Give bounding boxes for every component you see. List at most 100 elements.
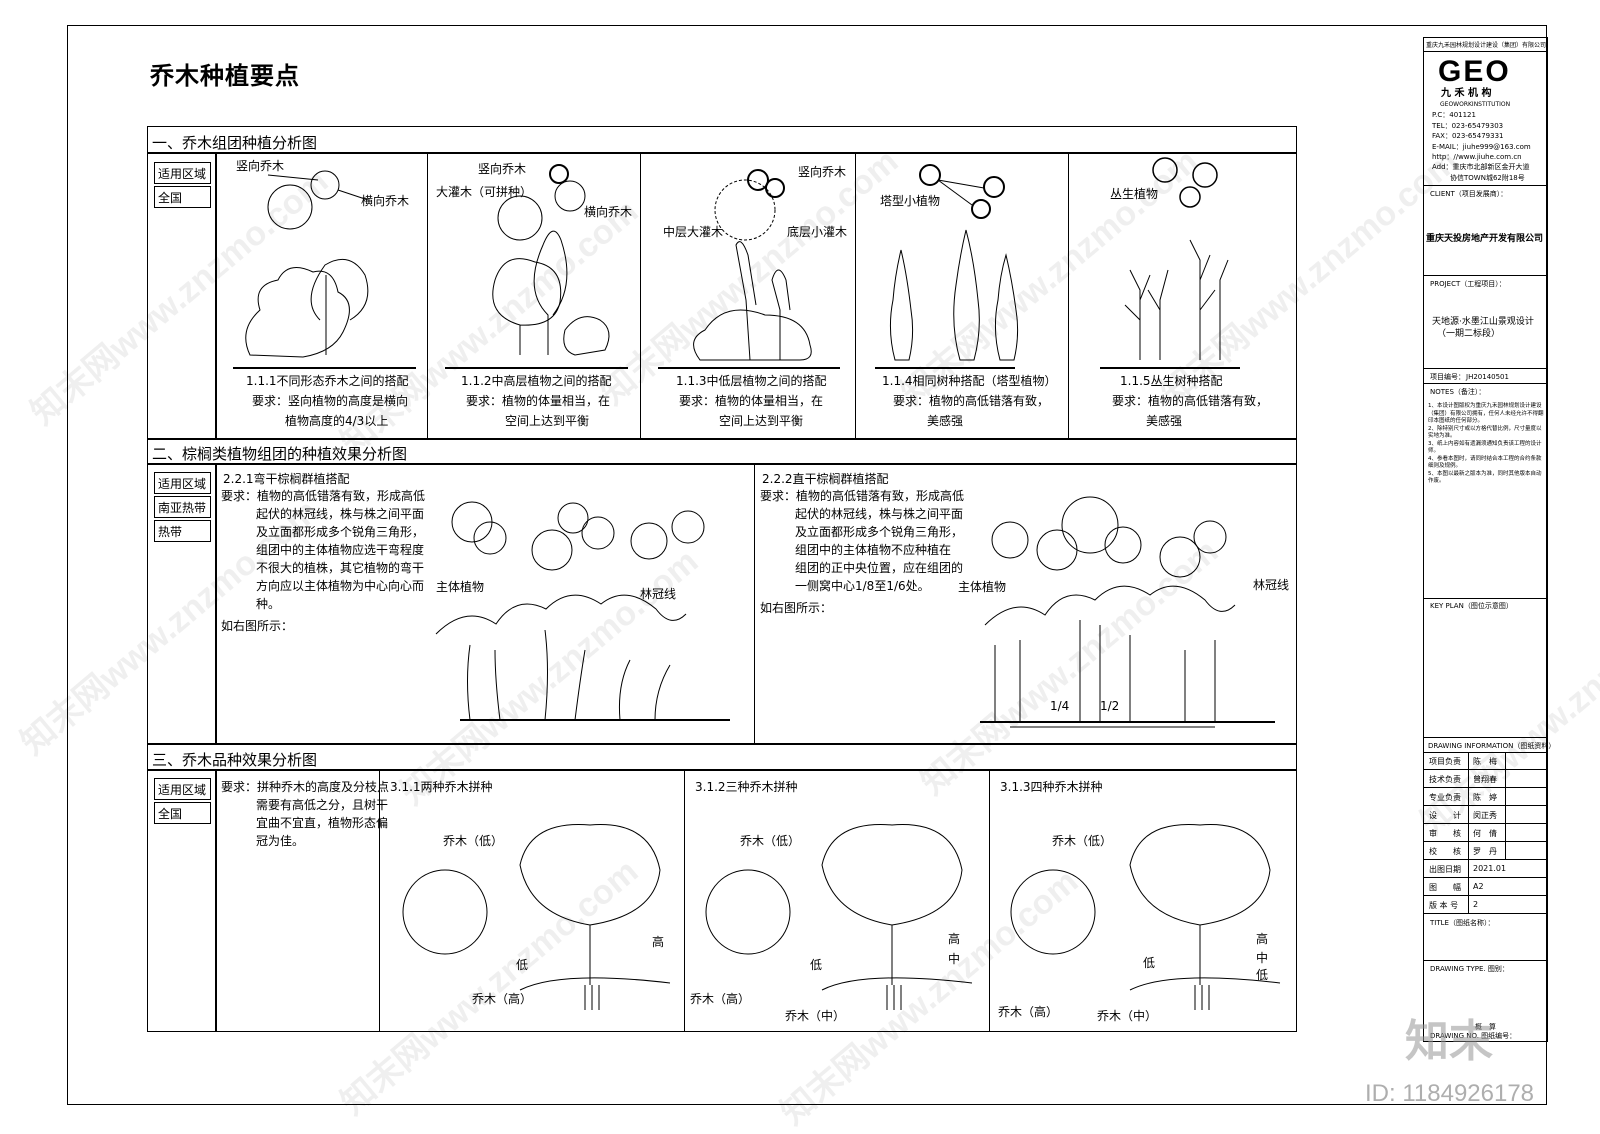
logo-subtitle: 九 禾 机 构 — [1441, 88, 1492, 99]
info-row: 校 核罗 丹 — [1423, 842, 1548, 860]
info-row: 设 计闵正秀 — [1423, 806, 1548, 824]
info-row: 专业负责 陈 婷 — [1423, 788, 1548, 806]
client-label: CLIENT（项目发展商）： — [1430, 190, 1508, 198]
s2-right-canopy-label: 林冠线 — [1253, 578, 1290, 592]
row-key: 版 本 号 — [1429, 901, 1459, 910]
project-name: 天地源·水墨江山景观设计 — [1432, 317, 1534, 327]
row-key: 图 幅 — [1429, 883, 1461, 892]
drawing-type-label: DRAWING TYPE. 图别： — [1430, 965, 1509, 973]
region-value: 全国 — [154, 802, 211, 824]
panel1-label-vertical: 竖向乔木 — [236, 159, 285, 173]
panel1-req: 植物高度的4/3以上 — [285, 414, 389, 428]
region-label: 适用区域 — [154, 472, 211, 494]
row-value: 陈 梅 — [1473, 757, 1497, 766]
panel2-label-shrub: 大灌木（可拼种） — [436, 185, 533, 199]
row-value: 2 — [1473, 900, 1479, 909]
s3-high-mark: 高 — [1256, 932, 1269, 946]
panel3-label-vertical: 竖向乔木 — [798, 165, 847, 179]
title-block — [1423, 37, 1548, 1042]
info-row: 项目负责陈 梅 — [1423, 752, 1548, 770]
row-value: 陈 婷 — [1473, 793, 1497, 802]
s2-right-line: 如右图所示： — [760, 601, 833, 615]
s3-low-tree-label: 乔木（低） — [1052, 834, 1113, 848]
s3-low-mark: 低 — [810, 958, 823, 972]
section3-heading: 三、乔木品种效果分析图 — [152, 751, 318, 769]
s2-left-line: 及立面都形成多个锐角三角形， — [256, 525, 425, 539]
company-name: 重庆九禾园林规划设计建设（集团）有限公司 — [1426, 42, 1547, 49]
row-key: 审 核 — [1429, 829, 1461, 838]
panel4-caption: 1.1.4相同树种搭配（塔型植物） — [882, 374, 1057, 388]
panel3-label-low: 底层小灌木 — [787, 225, 848, 239]
panel3-label-mid: 中层大灌木 — [663, 225, 724, 239]
drawing-type-value: 概 算 — [1475, 1023, 1496, 1031]
panel3-caption: 1.1.3中低层植物之间的搭配 — [676, 374, 827, 388]
info-row: 版 本 号 2 — [1423, 896, 1548, 914]
row-value: 何 倩 — [1473, 829, 1497, 838]
s3-req: 冠为佳。 — [256, 834, 305, 848]
row-value: A2 — [1473, 882, 1484, 891]
drawing-no-label: DRAWING NO. 图纸编号： — [1430, 1032, 1517, 1040]
s3-req: 需要有高低之分，且树干 — [256, 798, 389, 812]
row-key: 设 计 — [1429, 811, 1461, 820]
panel5-caption: 1.1.5丛生树种搭配 — [1120, 374, 1223, 388]
s3-mid-mark: 中 — [1256, 951, 1269, 965]
note-item: 1、本设计图版权为重庆九禾园林规划设计建设（集团）有限公司拥有，任何人未经允许不… — [1428, 403, 1544, 424]
s2-left-line: 方向应以主体植物为中心向心而 — [256, 579, 425, 593]
s3-panel3-title: 3.1.3四种乔木拼种 — [1000, 780, 1103, 794]
s3-low-mark: 低 — [516, 958, 529, 972]
email: E-MAIL：jiuhe999@163.com — [1432, 143, 1531, 151]
region-value: 南亚热带 — [154, 496, 211, 518]
s2-left-line: 组团中的主体植物应选干弯程度 — [256, 543, 425, 557]
panel1-label-horizontal: 横向乔木 — [361, 194, 410, 208]
address: Add：重庆市北部新区金开大道 — [1432, 163, 1530, 171]
s3-high-tree-label: 乔木（高） — [998, 1005, 1059, 1019]
row-key: 技术负责 — [1429, 775, 1461, 784]
s2-left-line: 如右图所示： — [221, 619, 294, 633]
s3-low-mark: 低 — [1256, 968, 1269, 982]
s2-right-title: 2.2.2直干棕榈群植搭配 — [762, 472, 889, 486]
row-key: 专业负责 — [1429, 793, 1461, 802]
note-item: 2、除特别尺寸或以方格代替比例，尺寸量度以实地为准。 — [1428, 425, 1542, 440]
s3-mid-tree-label: 乔木（中） — [1097, 1009, 1158, 1023]
address: 协信TOWN城62附18号 — [1450, 174, 1525, 182]
s2-left-line: 起伏的林冠线，株与株之间平面 — [256, 507, 425, 521]
row-value: 曾翔春 — [1473, 775, 1497, 784]
s2-right-line: 要求：植物的高低错落有致，形成高低 — [760, 489, 965, 503]
info-row: 审 核何 倩 — [1423, 824, 1548, 842]
project-label: PROJECT（工程项目）： — [1430, 280, 1506, 288]
website: http：//www.jiuhe.com.cn — [1432, 153, 1522, 161]
panel4-req: 美感强 — [927, 414, 964, 428]
section1-heading: 一、乔木组团种植分析图 — [152, 134, 318, 152]
postcode: P.C：401121 — [1432, 111, 1476, 119]
panel5-req: 要求：植物的高低错落有致， — [1112, 394, 1269, 408]
s3-panel2-title: 3.1.2三种乔木拼种 — [695, 780, 798, 794]
s2-left-main-label: 主体植物 — [436, 580, 485, 594]
note-item: 3、纸上内容如有遗漏须通知负责该工程的设计师。 — [1428, 440, 1542, 455]
panel3-req: 要求：植物的体量相当，在 — [679, 394, 824, 408]
s2-left-line: 种。 — [256, 597, 281, 611]
telephone: TEL：023-65479303 — [1432, 122, 1504, 130]
region-label: 适用区域 — [154, 778, 211, 800]
row-value: 罗 丹 — [1473, 847, 1497, 856]
s3-low-mark: 低 — [1143, 956, 1156, 970]
title-label: TITLE（图纸名称）： — [1430, 919, 1495, 927]
page-title: 乔木种植要点 — [150, 62, 300, 90]
notes-list: 1、本设计图版权为重庆九禾园林规划设计建设（集团）有限公司拥有，任何人未经允许不… — [1428, 403, 1546, 486]
fax: FAX：023-65479331 — [1432, 132, 1504, 140]
panel5-label: 丛生植物 — [1110, 187, 1159, 201]
panel4-label: 塔型小植物 — [880, 194, 941, 208]
region-value: 全国 — [154, 186, 211, 208]
s3-mid-mark: 中 — [948, 952, 961, 966]
drawing-sheet-border — [67, 25, 1547, 1105]
region-label: 适用区域 — [154, 162, 211, 184]
s3-req: 宜曲不宜直，植物形态偏 — [256, 816, 389, 830]
s2-right-line: 一侧窝中心1/8至1/6处。 — [795, 579, 930, 593]
panel1-req: 要求：竖向植物的高度是横向 — [252, 394, 409, 408]
panel2-label-vertical: 竖向乔木 — [478, 162, 527, 176]
row-key: 校 核 — [1429, 847, 1461, 856]
info-row: 技术负责 曾翔春 — [1423, 770, 1548, 788]
s3-panel1-title: 3.1.1两种乔木拼种 — [390, 780, 493, 794]
s2-right-main-label: 主体植物 — [958, 580, 1007, 594]
